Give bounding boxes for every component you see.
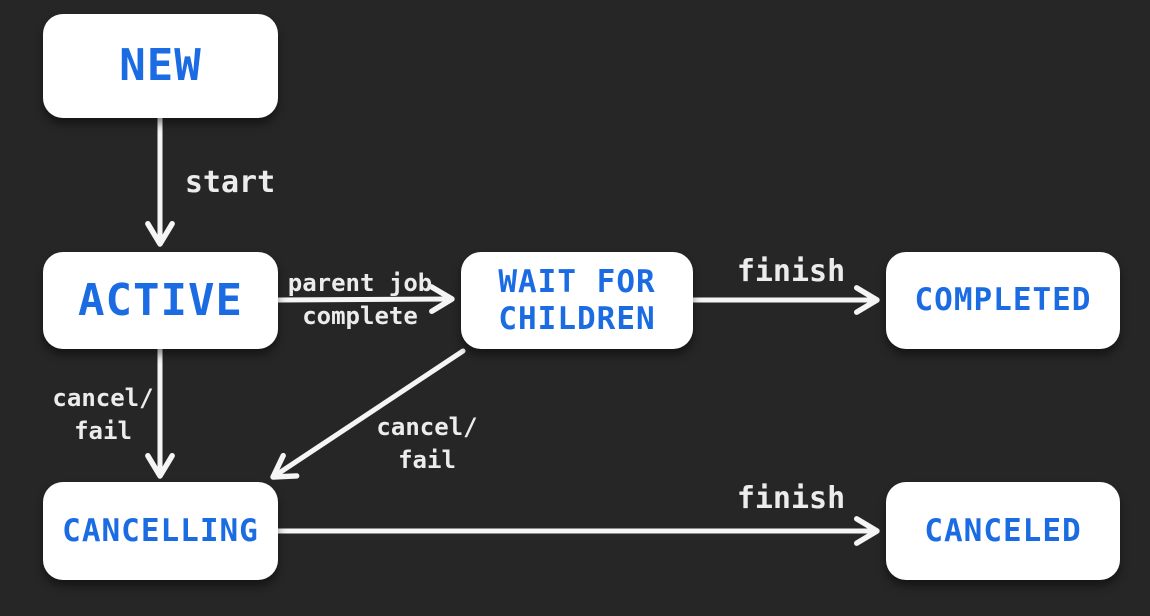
edge-label-parent-job-complete: parent job complete xyxy=(287,269,433,330)
node-wait-for-children-label-line1: WAIT FOR xyxy=(498,263,656,300)
node-active-label: ACTIVE xyxy=(78,274,243,326)
node-wait-for-children-label-line2: CHILDREN xyxy=(498,300,656,337)
edge-label-start: start xyxy=(184,165,276,200)
edge-label-finish-top: finish xyxy=(736,254,846,289)
node-completed-label: COMPLETED xyxy=(914,282,1092,319)
edge-label-finish-bottom: finish xyxy=(736,481,846,516)
node-active: ACTIVE xyxy=(43,252,278,349)
node-cancelling: CANCELLING xyxy=(43,482,278,580)
node-completed: COMPLETED xyxy=(886,252,1120,349)
edge-active-to-wait-arrow xyxy=(275,284,455,315)
edge-label-cancel-fail-middle: cancel/ fail xyxy=(376,413,478,474)
node-cancelling-label: CANCELLING xyxy=(62,512,259,549)
node-new: NEW xyxy=(43,14,278,118)
node-new-label: NEW xyxy=(119,40,202,92)
node-canceled-label: CANCELED xyxy=(924,512,1082,549)
node-canceled: CANCELED xyxy=(886,482,1120,580)
edge-label-cancel-fail-left: cancel/ fail xyxy=(52,384,154,445)
edge-wait-to-cancelling-arrow xyxy=(270,348,466,480)
node-wait-for-children: WAIT FOR CHILDREN xyxy=(461,252,693,349)
